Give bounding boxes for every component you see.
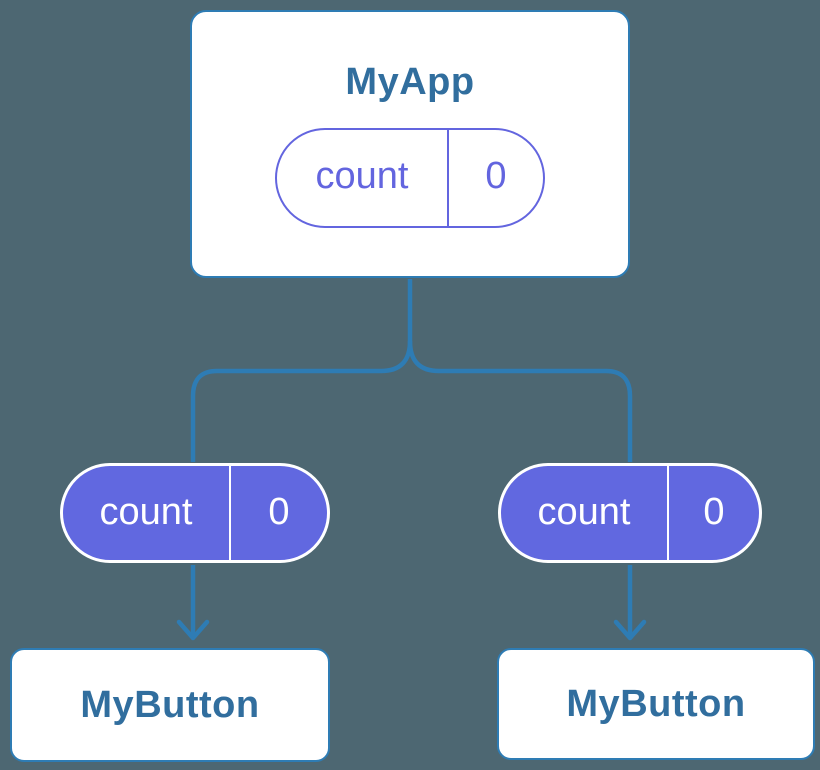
prop-pill-left: count 0 bbox=[60, 463, 330, 563]
state-pill: count 0 bbox=[275, 127, 545, 228]
branch-right-line bbox=[407, 340, 633, 462]
prop-pill-right-key: count bbox=[537, 490, 631, 533]
node-mybutton-right: MyButton bbox=[497, 648, 815, 760]
state-pill-value: 0 bbox=[447, 129, 543, 226]
node-myapp-title: MyApp bbox=[345, 60, 475, 103]
state-pill-key: count bbox=[315, 155, 409, 197]
node-mybutton-right-title: MyButton bbox=[566, 682, 746, 725]
prop-pill-left-value: 0 bbox=[229, 466, 327, 560]
arrow-right-head-icon bbox=[613, 619, 647, 641]
prop-pill-right-value: 0 bbox=[667, 466, 759, 560]
arrow-left-head-icon bbox=[176, 619, 210, 641]
node-myapp: MyApp count 0 bbox=[190, 10, 630, 278]
branch-left-line bbox=[190, 340, 413, 462]
prop-pill-right: count 0 bbox=[498, 463, 762, 563]
node-mybutton-left-title: MyButton bbox=[80, 683, 260, 726]
prop-pill-left-key: count bbox=[99, 490, 193, 533]
node-mybutton-left: MyButton bbox=[10, 648, 330, 762]
